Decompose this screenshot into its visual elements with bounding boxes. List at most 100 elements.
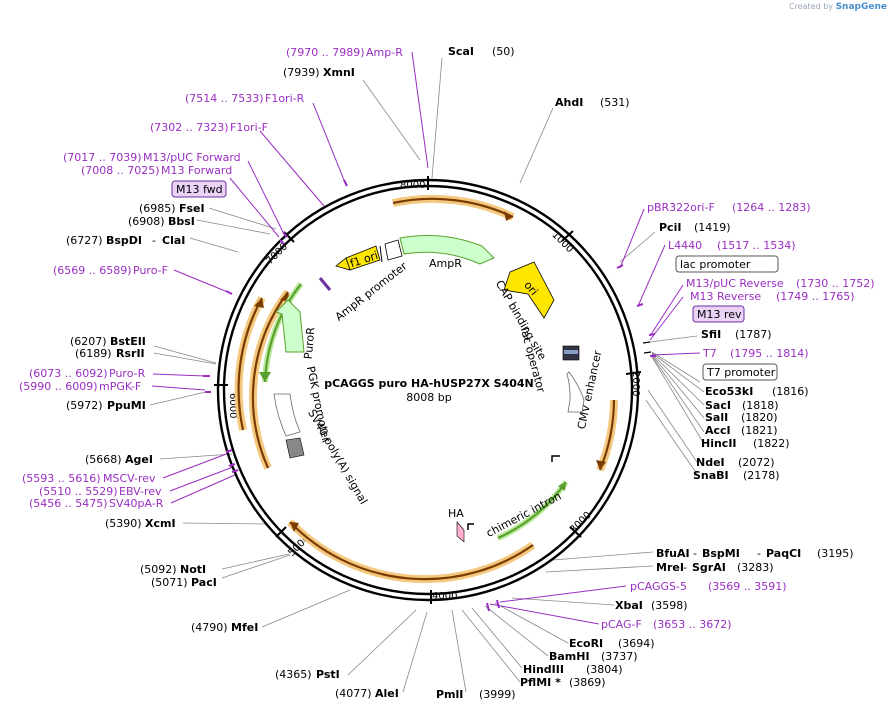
lac-promoter-box [675,255,779,273]
orf-arrow-4 [251,291,289,469]
enzyme-alei: AleI [375,687,399,700]
orf-arrow-3 [289,521,534,581]
primer-site-marks [203,179,656,612]
primer-m13puc-fwd: M13/pUC Forward [143,151,241,164]
primer-m13-rev: M13 Reverse [690,290,761,303]
enzyme-ppumi-pos: (5972) [66,399,103,412]
f1-ori-label: f1 ori [348,249,379,270]
enzyme-alei-pos: (4077) [335,687,372,700]
primer-m13puc-rev: M13/pUC Reverse [686,277,784,290]
enzyme-fsei-pos: (6985) [139,202,176,215]
enzyme-saci-pos: (1818) [742,399,779,412]
primer-mpgk: mPGK-F [99,380,141,393]
ha-flag [467,523,474,530]
primer-m13puc-fwd-range: (7017 .. 7039) [63,151,142,164]
enzyme-xcmi-pos: (5390) [105,517,142,530]
site-marks [427,180,652,354]
cmv-enhancer-feature [566,371,585,413]
primer-pcag-f: pCAG-F [601,618,642,631]
enzyme-rsrii-pos: (6189) [75,347,112,360]
enzyme-pflmi-pos: (3869) [569,676,606,689]
enzyme-mfei: MfeI [231,621,258,634]
lac-promoter-box-label: lac promoter [680,258,751,271]
enzyme-noti: NotI [180,563,206,576]
ampr-promoter-label: AmpR promoter [333,259,410,323]
primer-ebv-rev: EBV-rev [119,485,162,498]
chimeric-intron-arrow [497,481,567,540]
tick-label-7000: 7000 [264,241,290,267]
enzyme-psti: PstI [316,668,340,681]
enzyme-sgrai: SgrAI [692,561,726,574]
enzyme-rsrii: RsrII [116,347,145,360]
enzyme-sfii: SfiI [701,328,721,341]
enzyme-hincii: HincII [701,437,737,450]
primer-pcaggs5: pCAGGS-5 [630,580,687,593]
enzyme-ppumi: PpuMI [107,399,146,412]
enzyme-xcmi: XcmI [145,517,176,530]
primer-l4440: L4440 [668,239,702,252]
puror-feature [275,299,305,353]
enzyme-labels: ScaI (50) AhdI (531) PciI (1419) SfiI (1… [66,45,854,701]
enzyme-bspdi-pos: (6727) [66,234,103,247]
enzyme-bspdi: BspDI [106,234,142,247]
enzyme-agei: AgeI [125,453,153,466]
tick-label-4000: 4000 [432,591,457,602]
primer-m13-fwd: M13 Forward [161,164,232,177]
t7-promoter-box-label: T7 promoter [706,366,776,379]
m13-rev-box-label: M13 rev [697,308,742,321]
pgk-promoter-feature [273,393,301,437]
primer-f1ori-f-range: (7302 .. 7323) [150,121,229,134]
enzyme-ahdi: AhdI [555,96,583,109]
enzyme-acci-pos: (1821) [741,424,778,437]
enzyme-xbai-pos: (3598) [651,599,688,612]
sv40-polya-signal-label: SV40 poly(A) signal [305,407,370,507]
t7-promoter-box [702,363,778,381]
enzyme-ndei: NdeI [696,456,725,469]
orf-arrowheads [254,211,606,532]
primer-puro-r: Puro-R [109,367,146,380]
enzyme-pmli-pos: (3999) [479,688,516,701]
enzyme-scai-pos: (50) [492,45,515,58]
enzyme-pmli: PmlI [436,688,463,701]
enzyme-ecori: EcoRI [569,637,603,650]
enzyme-bsteii: BstEII [110,335,146,348]
primer-pcaggs5-range: (3569 .. 3591) [708,580,787,593]
primer-m13puc-rev-range: (1730 .. 1752) [796,277,875,290]
primer-f1ori-r: F1ori-R [265,92,305,105]
enzyme-ahdi-pos: (531) [600,96,630,109]
ampr-label: AmpR [429,257,462,270]
ampr-promoter-feature [384,239,403,261]
puro-arrowhead [259,372,271,382]
primer-puro-r-range: (6073 .. 6092) [29,367,108,380]
enzyme-bspmi: BspMI [702,547,740,560]
enzyme-snabi-pos: (2178) [743,469,780,482]
primer-pbr322ori-f: pBR322ori-F [647,201,715,214]
orf-arrow-1 [392,197,514,218]
primer-l4440-range: (1517 .. 1534) [717,239,796,252]
puro-arrow [263,283,302,383]
enzyme-bspmi-sep: - [757,547,761,560]
primer-mscv-rev-range: (5593 .. 5616) [22,472,101,485]
f1-ori-divider [379,245,383,263]
orf-arrow-5 [237,297,263,431]
enzyme-eco53ki-pos: (1816) [772,385,809,398]
primer-mscv-rev: MSCV-rev [103,472,156,485]
primer-puro-f: Puro-F [133,264,168,277]
primer-f1ori-r-range: (7514 .. 7533) [185,92,264,105]
tick-label-6000: 6000 [227,393,238,418]
enzyme-clai: ClaI [162,234,185,247]
enzyme-hincii-pos: (1822) [753,437,790,450]
enzyme-xmni-pos: (7939) [283,66,320,79]
ori-feature [503,261,555,319]
primer-mpgk-range: (5990 .. 6009) [19,380,98,393]
enzyme-paqci: PaqCI [766,547,801,560]
primer-ampr-range: (7970 .. 7989) [286,46,365,59]
ampr-feature [399,235,495,265]
primer-sv40pa-r-range: (5456 .. 5475) [29,497,108,510]
snapgene-logo: SnapGene [835,2,887,12]
enzyme-mfei-pos: (4790) [191,621,228,634]
green-feature-arrows [262,282,569,541]
primer-labels: (7970 .. 7989) Amp-R (7514 .. 7533) F1or… [19,46,875,631]
ha-label: HA [448,507,464,520]
